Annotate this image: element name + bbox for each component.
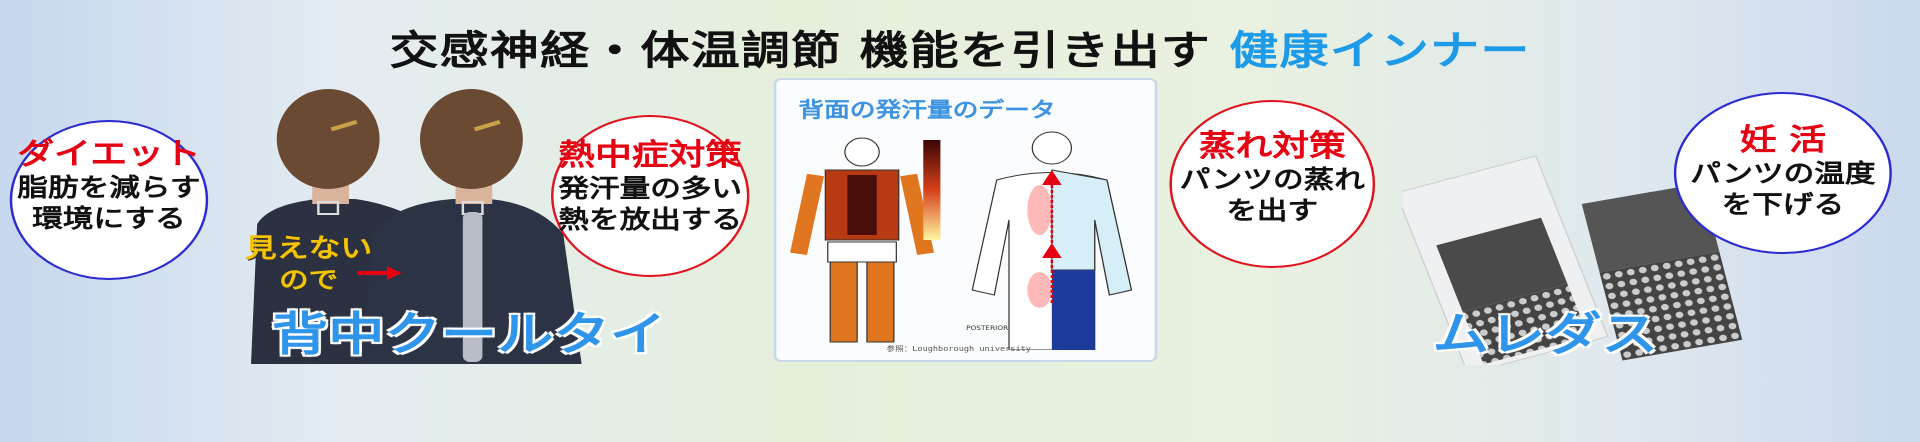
circle-line: 熱を放出する: [558, 205, 743, 234]
circle-heading: 熱中症対策: [558, 138, 743, 173]
circle-line: パンツの温度: [1690, 159, 1876, 188]
sweat-body-map: POSTERIOR: [790, 131, 1133, 350]
note-so: ので: [279, 266, 338, 294]
muredasu-product-photo: [1402, 155, 1743, 365]
circle-line: 環境にする: [32, 204, 186, 233]
circle-line: を下げる: [1721, 190, 1845, 219]
circle-line: 脂肪を減らす: [17, 173, 201, 202]
feature-circle-heatstroke: 熱中症対策 発汗量の多い 熱を放出する: [551, 115, 750, 277]
feature-circle-stuffiness: 蒸れ対策 パンツの蒸れ を出す: [1169, 100, 1376, 268]
panel-credit: 参照：Loughborough university: [886, 345, 1031, 353]
circle-heading: 蒸れ対策: [1198, 129, 1346, 164]
sweat-data-panel: 背面の発汗量のデータ POSTERIOR 参照：Loughborough uni…: [773, 78, 1158, 362]
circle-heading: 妊 活: [1739, 123, 1826, 158]
product-name-muredasu: ムレダス: [1432, 307, 1658, 361]
feature-circle-diet: ダイエット 脂肪を減らす 環境にする: [9, 120, 209, 280]
banner-title: 交感神経・体温調節 機能を引き出す 健康インナー: [0, 18, 1920, 76]
note-invisible: 見えない: [244, 234, 373, 264]
title-main: 交感神経・体温調節 機能を引き出す: [389, 28, 1230, 74]
title-highlight: 健康インナー: [1229, 28, 1531, 74]
product-name-back-cool-tie: 背中クールタイ: [271, 307, 667, 361]
circle-heading: ダイエット: [17, 137, 201, 172]
red-arrow-icon: [357, 266, 402, 280]
circle-line: 発汗量の多い: [558, 174, 743, 203]
back-cool-tie-photo: [251, 89, 582, 364]
circle-line: を出す: [1226, 196, 1319, 225]
circle-line: パンツの蒸れ: [1179, 165, 1365, 194]
posterior-label: POSTERIOR: [966, 325, 1008, 332]
feature-circle-fertility: 妊 活 パンツの温度 を下げる: [1673, 92, 1892, 254]
panel-title: 背面の発汗量のデータ: [798, 98, 1056, 122]
